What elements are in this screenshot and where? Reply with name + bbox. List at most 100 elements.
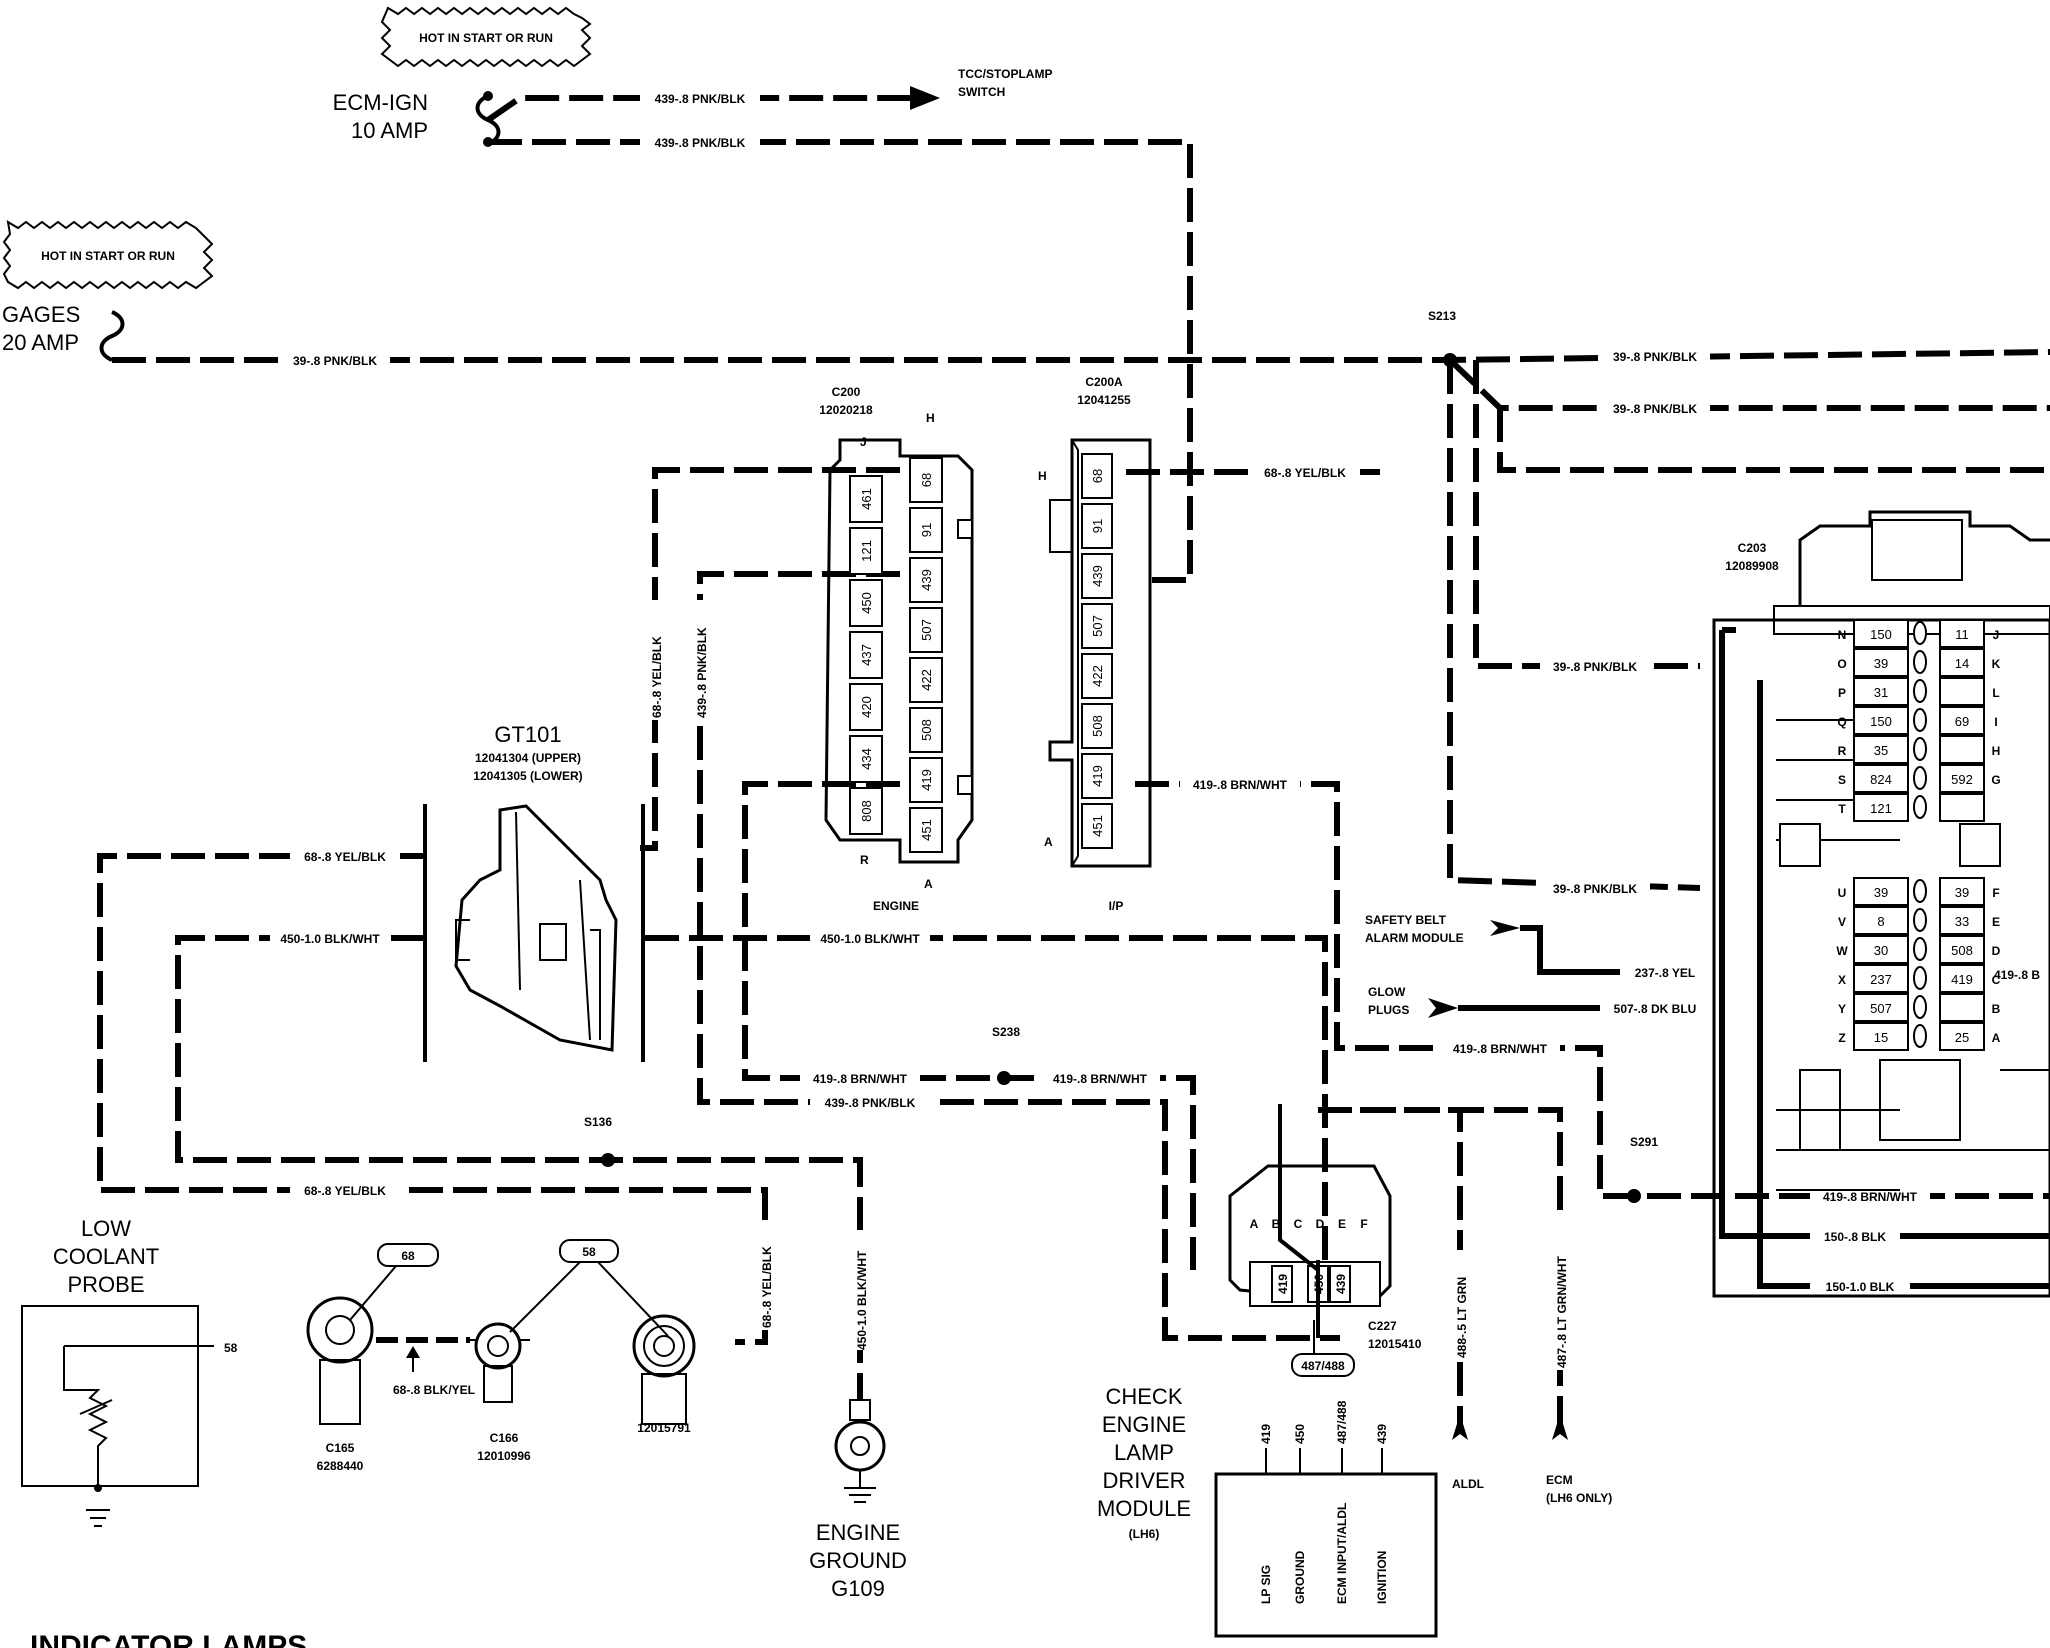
pin-cavity [1081, 803, 1113, 849]
wire-label: 439-.8 PNK/BLK [695, 627, 709, 718]
wire-label: 488-.5 LT GRN [1455, 1277, 1469, 1358]
connector-part: 12010996 [477, 1449, 531, 1463]
pin-number: 422 [1090, 665, 1105, 687]
pin-cavity [1081, 753, 1113, 799]
connector-name: C165 [326, 1441, 355, 1455]
splice-label: S238 [992, 1025, 1020, 1039]
ground-icon [86, 1509, 110, 1527]
p12015791-body [632, 1314, 696, 1378]
pin-cavity [1939, 764, 1985, 793]
footer-title: INDICATOR LAMPS [30, 1630, 307, 1648]
pin-cavity [1081, 453, 1113, 499]
connector-location: ENGINE [873, 899, 919, 913]
cavity-letter: B [1272, 1217, 1281, 1231]
wire-68-yel-blk-c200 [640, 467, 900, 851]
connector-body [1049, 439, 1079, 867]
wire-label: 68-.8 YEL/BLK [1264, 466, 1346, 480]
pin-cavity [849, 527, 883, 575]
pin-cavity [909, 657, 943, 703]
splice-dot [1443, 353, 1457, 367]
seal [1913, 737, 1927, 761]
pin-tag-text: 68 [401, 1249, 415, 1263]
wire-label: 419-.8 BRN/WHT [1193, 778, 1288, 792]
wire-label: 68-.8 YEL/BLK [760, 1246, 774, 1328]
wire-150-1-blk [1757, 680, 2050, 1289]
pin-cavity [909, 807, 943, 853]
pin-number: 507 [919, 619, 934, 641]
c227-wire [1278, 1104, 1320, 1272]
pin-cavity [909, 607, 943, 653]
cavity-letter: C [1992, 973, 2001, 987]
wire-label: 419-.8 BRN/WHT [1823, 1190, 1918, 1204]
gt101-lower: 12041305 (LOWER) [473, 769, 582, 783]
connector-ribs [1776, 719, 1900, 1191]
wire-label: 450-1.0 BLK/WHT [855, 1250, 869, 1350]
pin-cavity [1939, 619, 1985, 648]
pin-number: 508 [1090, 715, 1105, 737]
seal [1913, 766, 1927, 790]
fuse-rating-ecm-ign: 10 AMP [351, 118, 428, 143]
hot-label-ecm-ign: HOT IN START OR RUN [380, 6, 592, 68]
pin-number: 39 [1955, 885, 1969, 900]
connector-part: 12015791 [637, 1421, 691, 1435]
module-title: CHECK [1105, 1384, 1182, 1409]
wire-68-yel-blk-probe [97, 853, 768, 1345]
cavity-letter: N [1838, 628, 1847, 642]
pin-number: 237 [1870, 972, 1892, 987]
wire-439-pnk-blk [488, 139, 1193, 583]
splice-label: S136 [584, 1115, 612, 1129]
pin-cavity [1081, 703, 1113, 749]
dest-ecm: (LH6 ONLY) [1546, 1491, 1612, 1505]
pin-number: 8 [1877, 914, 1884, 929]
wire-label: 237-.8 YEL [1635, 966, 1695, 980]
pin-number: 121 [1870, 801, 1892, 816]
pin-cavity [1939, 877, 1985, 906]
pin-cavity [909, 707, 943, 753]
key [1959, 823, 2001, 867]
dest-safety-belt: SAFETY BELT [1365, 913, 1447, 927]
p12015791-body [643, 1325, 685, 1367]
pin-number: 434 [859, 748, 874, 770]
arrow-icon [1452, 1414, 1468, 1440]
cavity-letter: O [1837, 657, 1846, 671]
cavity-letter: H [1992, 744, 2001, 758]
pin-cavity [849, 631, 883, 679]
ground-label: GROUND [809, 1548, 907, 1573]
pin-number: 25 [1955, 1030, 1969, 1045]
cavity-letter: J [1993, 628, 2000, 642]
pin-number: 451 [1090, 815, 1105, 837]
wire-label: 450-1.0 BLK/WHT [280, 932, 380, 946]
dest-aldl: ALDL [1452, 1477, 1484, 1491]
pin-cavity [849, 787, 883, 835]
pin-number: 437 [859, 644, 874, 666]
pin-cavity [1853, 619, 1909, 648]
dest-tcc: SWITCH [958, 85, 1005, 99]
cavity-letter: E [1992, 915, 2000, 929]
pin-number: 150 [1870, 714, 1892, 729]
pin-number: 69 [1955, 714, 1969, 729]
module-pin-number: 419 [1259, 1424, 1273, 1444]
cavity-letter: I [1994, 715, 1997, 729]
arrow-icon [1552, 1414, 1568, 1440]
pin-tag [559, 1239, 619, 1263]
wire-label: 450-1.0 BLK/WHT [820, 932, 920, 946]
ring-terminal-icon [834, 1420, 886, 1472]
wire-450-blk-wht [175, 935, 863, 1380]
cavity-letter: F [1360, 1217, 1367, 1231]
pin-number: 33 [1955, 914, 1969, 929]
splice-dot [997, 1071, 1011, 1085]
module-pin-number: 450 [1293, 1424, 1307, 1444]
pin-number: 507 [1090, 615, 1105, 637]
cavity-letter: Q [1837, 715, 1846, 729]
pin-cavity [1939, 993, 1985, 1022]
pin-number: 91 [919, 523, 934, 537]
arrow-icon [910, 86, 940, 110]
cavity-letter: P [1838, 686, 1846, 700]
connector-letter: A [1044, 835, 1053, 849]
sensor-connectors: 68 58 C165 6288440 C166 12010996 1201579… [306, 1239, 696, 1473]
wire-label: 68-.8 YEL/BLK [650, 636, 664, 718]
